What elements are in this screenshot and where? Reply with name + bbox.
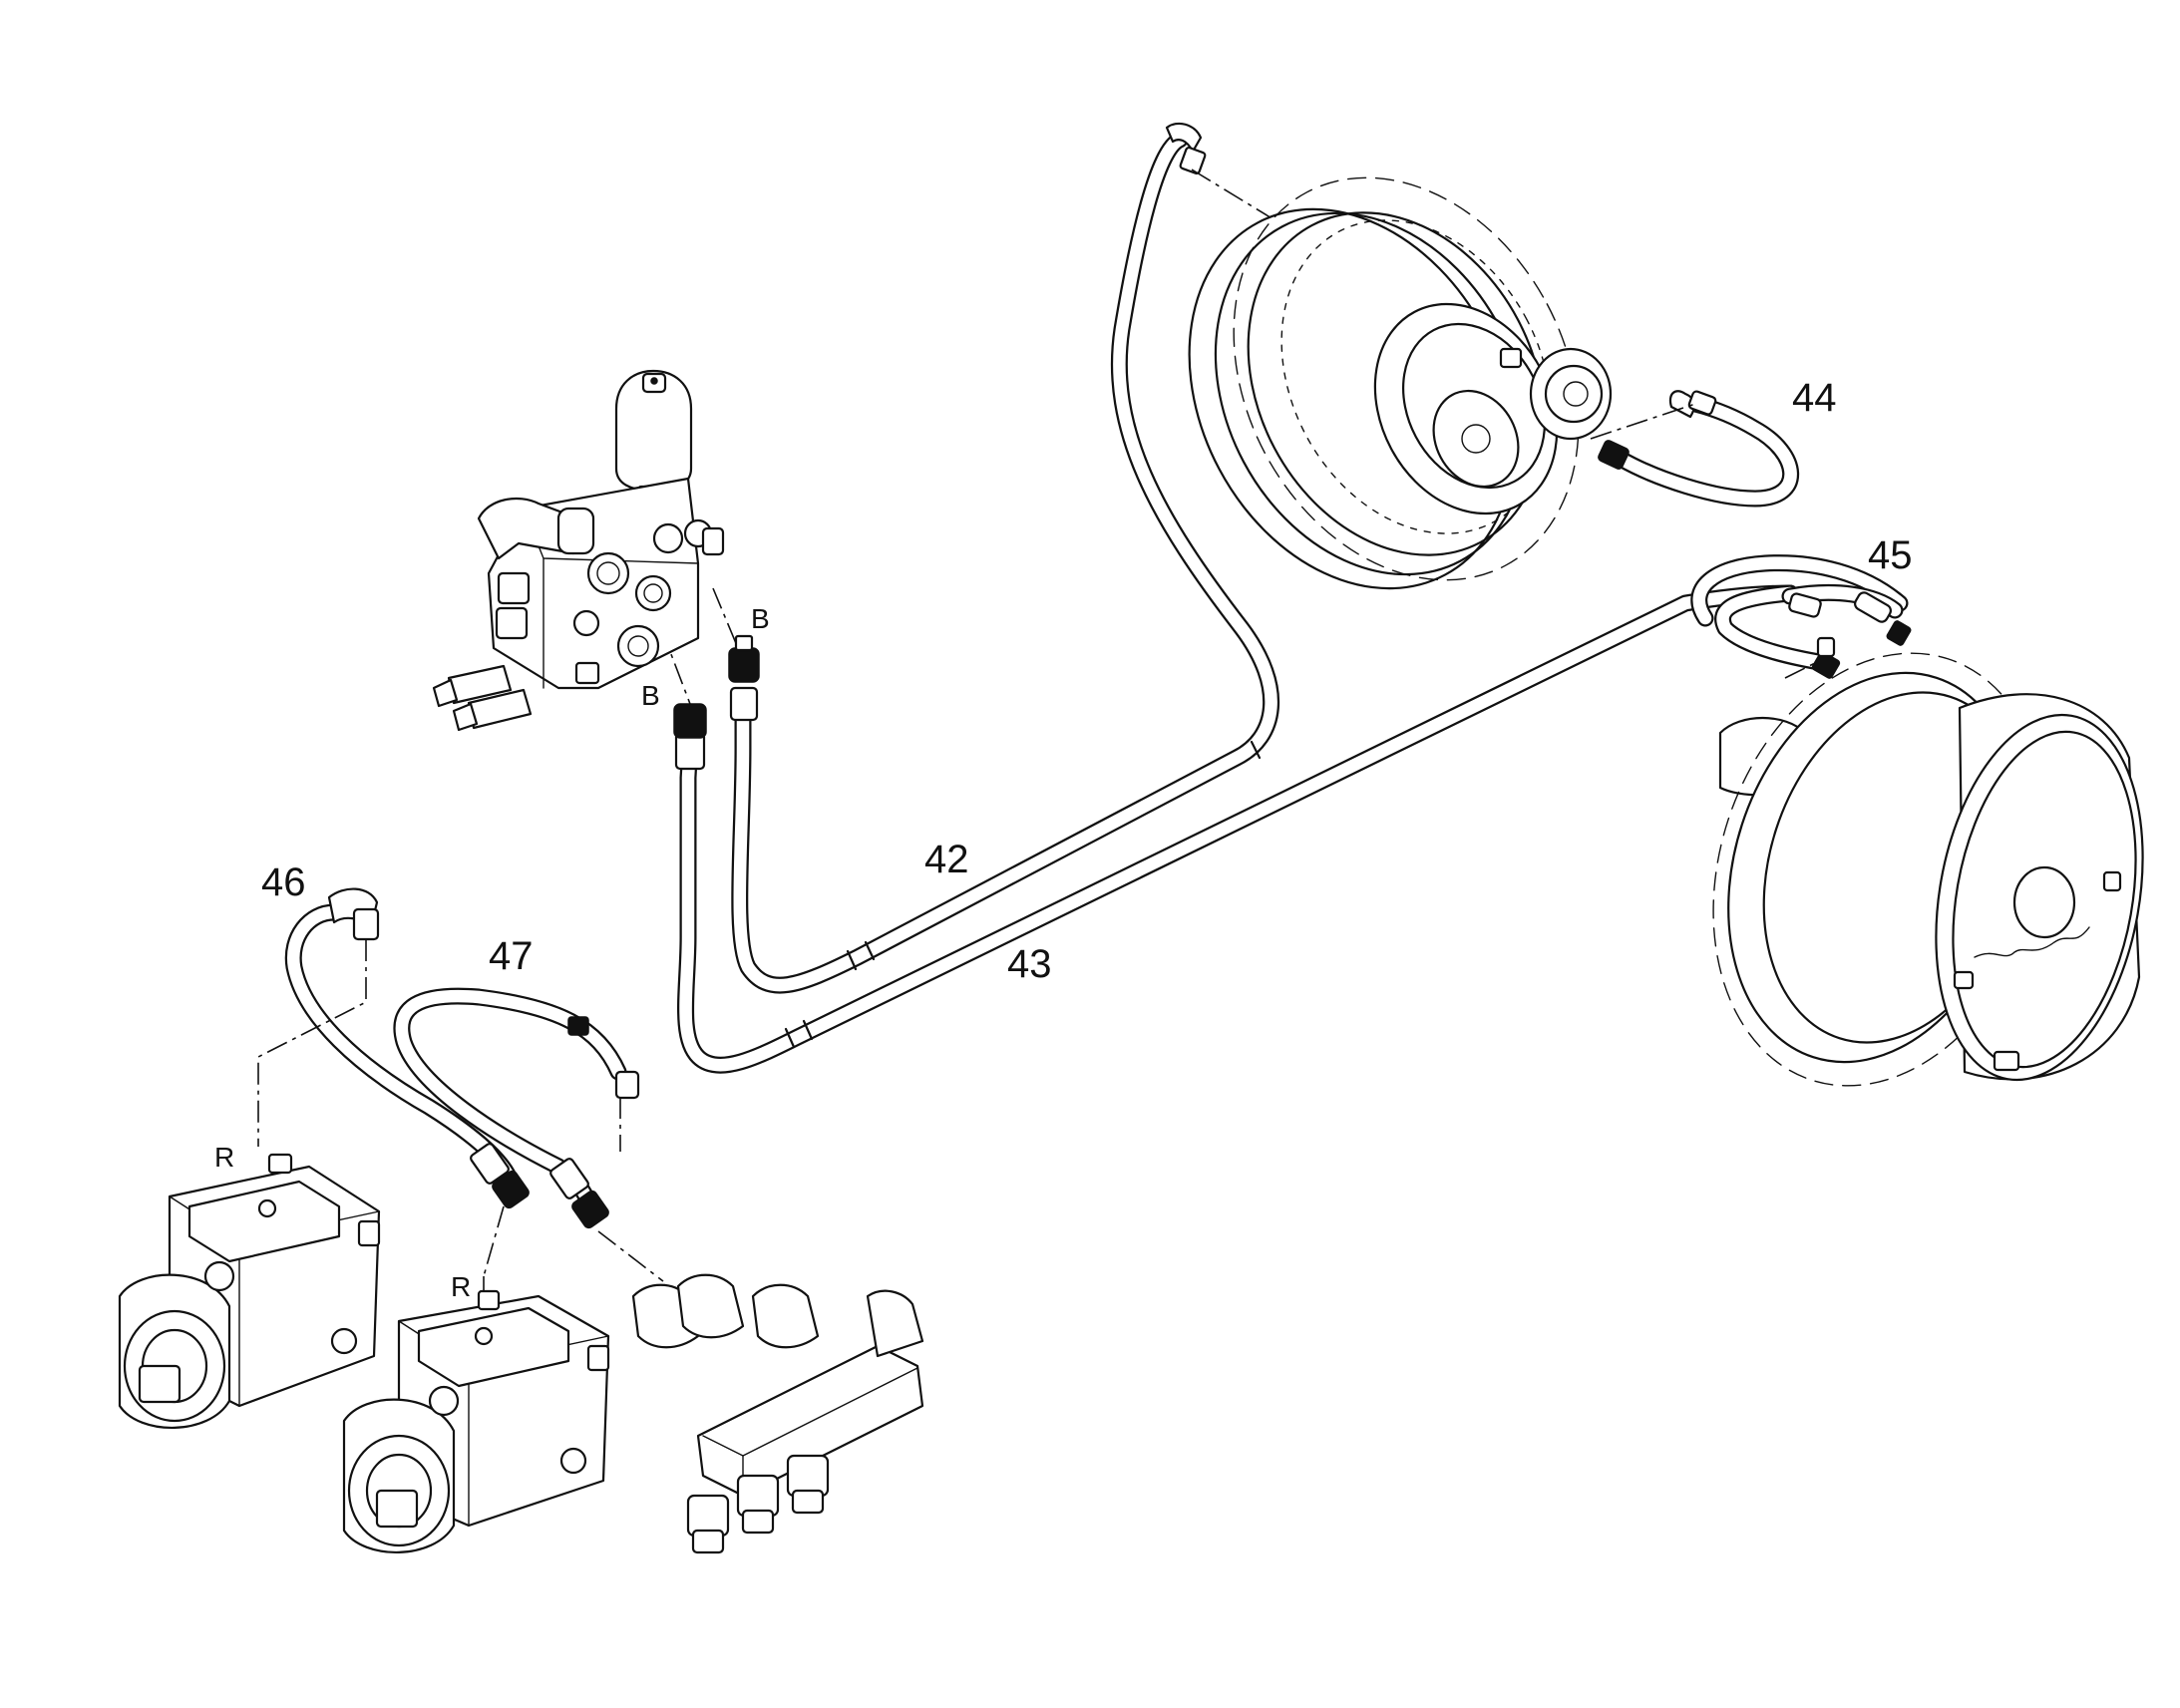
label-hose-47: 47 (489, 934, 534, 978)
port-b-upper: B (751, 603, 770, 634)
hose-45 (1690, 554, 1912, 679)
hose-46 (284, 887, 530, 1209)
port-b-lower: B (641, 680, 660, 711)
hydraulic-pump-right (342, 1289, 610, 1553)
label-hose-42: 42 (924, 838, 969, 881)
hose-43 (673, 584, 1799, 1074)
label-hose-46: 46 (261, 860, 306, 904)
wheel-motor-lower (1712, 652, 2144, 1087)
label-hose-45: 45 (1868, 533, 1913, 577)
hose-44 (1598, 390, 1800, 508)
part-number-labels: 42 43 44 45 46 47 (261, 376, 1913, 986)
wheel-motor-upper (1188, 176, 1613, 590)
port-labels: B B R R (214, 603, 770, 1302)
port-r-left: R (214, 1142, 234, 1173)
accumulator-valve-block (432, 369, 725, 732)
hose-42 (728, 122, 1280, 994)
hose-47 (393, 987, 640, 1229)
port-r-right: R (451, 1271, 471, 1302)
label-hose-44: 44 (1792, 376, 1837, 420)
flow-divider-block (631, 1273, 924, 1554)
hydraulic-pump-left (118, 1153, 381, 1429)
label-hose-43: 43 (1007, 942, 1052, 986)
